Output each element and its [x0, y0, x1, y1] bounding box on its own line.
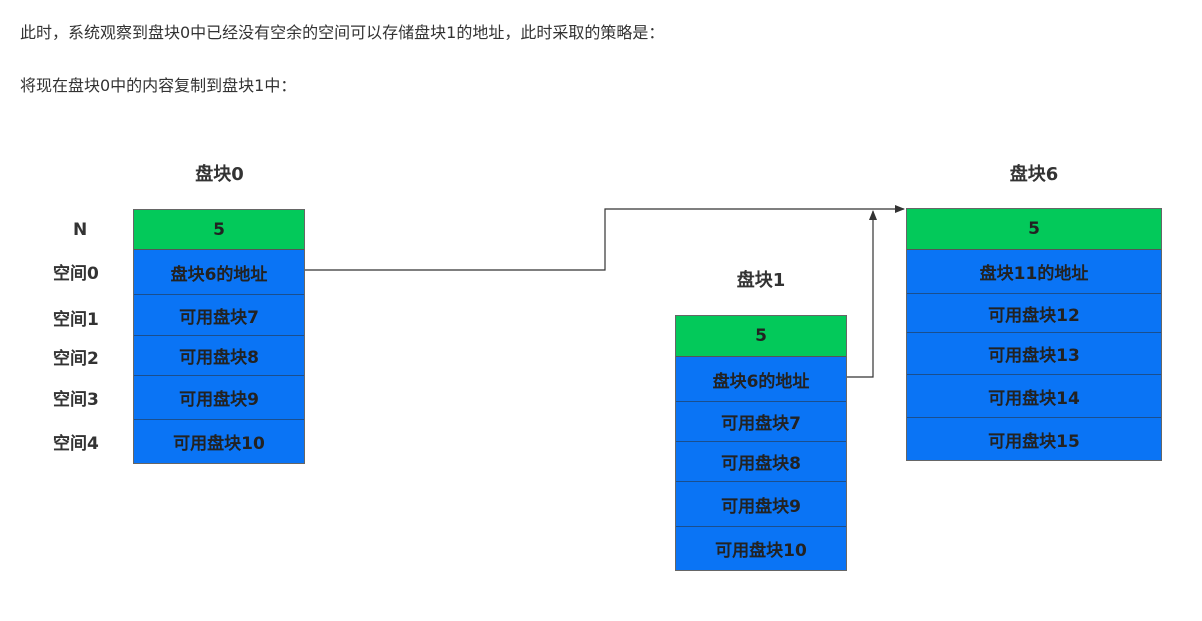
- intro-paragraph: 此时，系统观察到盘块0中已经没有空余的空间可以存储盘块1的地址，此时采取的策略是…: [20, 23, 665, 42]
- block0-title: 盘块0: [195, 164, 244, 185]
- block1-cell-2: 可用盘块8: [676, 442, 846, 482]
- arrow-block1-to-block6: [847, 210, 877, 378]
- block6-title: 盘块6: [1009, 164, 1059, 185]
- block0-cell-space1: 可用盘块7: [134, 295, 304, 336]
- block0-count-cell: 5: [134, 210, 304, 250]
- row-label-n: N: [73, 220, 88, 240]
- block6-cell-3: 可用盘块14: [907, 375, 1161, 418]
- block0-cell-space0: 盘块6的地址: [134, 250, 304, 295]
- block0: 5 盘块6的地址 可用盘块7 可用盘块8 可用盘块9 可用盘块10: [133, 209, 305, 464]
- block0-cell-space3: 可用盘块9: [134, 376, 304, 420]
- block1-cell-4: 可用盘块10: [676, 527, 846, 570]
- row-label-space3: 空间3: [53, 390, 99, 410]
- block1-count-cell: 5: [676, 316, 846, 357]
- row-label-space4: 空间4: [53, 434, 99, 454]
- strategy-paragraph: 将现在盘块0中的内容复制到盘块1中：: [20, 76, 297, 95]
- block6-cell-4: 可用盘块15: [907, 418, 1161, 460]
- block0-cell-space2: 可用盘块8: [134, 336, 304, 376]
- block6-cell-0: 盘块11的地址: [907, 250, 1161, 294]
- arrow-block0-to-block6: [305, 205, 905, 271]
- row-label-space1: 空间1: [53, 310, 99, 330]
- block1-cell-0: 盘块6的地址: [676, 357, 846, 402]
- block1: 5 盘块6的地址 可用盘块7 可用盘块8 可用盘块9 可用盘块10: [675, 315, 847, 571]
- block6-count-cell: 5: [907, 209, 1161, 250]
- block6-cell-2: 可用盘块13: [907, 333, 1161, 375]
- block0-cell-space4: 可用盘块10: [134, 420, 304, 463]
- block6: 5 盘块11的地址 可用盘块12 可用盘块13 可用盘块14 可用盘块15: [906, 208, 1162, 461]
- block1-title: 盘块1: [736, 270, 786, 291]
- block1-cell-3: 可用盘块9: [676, 482, 846, 527]
- row-label-space0: 空间0: [53, 264, 99, 284]
- row-label-space2: 空间2: [53, 349, 99, 369]
- block1-cell-1: 可用盘块7: [676, 402, 846, 442]
- block6-cell-1: 可用盘块12: [907, 294, 1161, 333]
